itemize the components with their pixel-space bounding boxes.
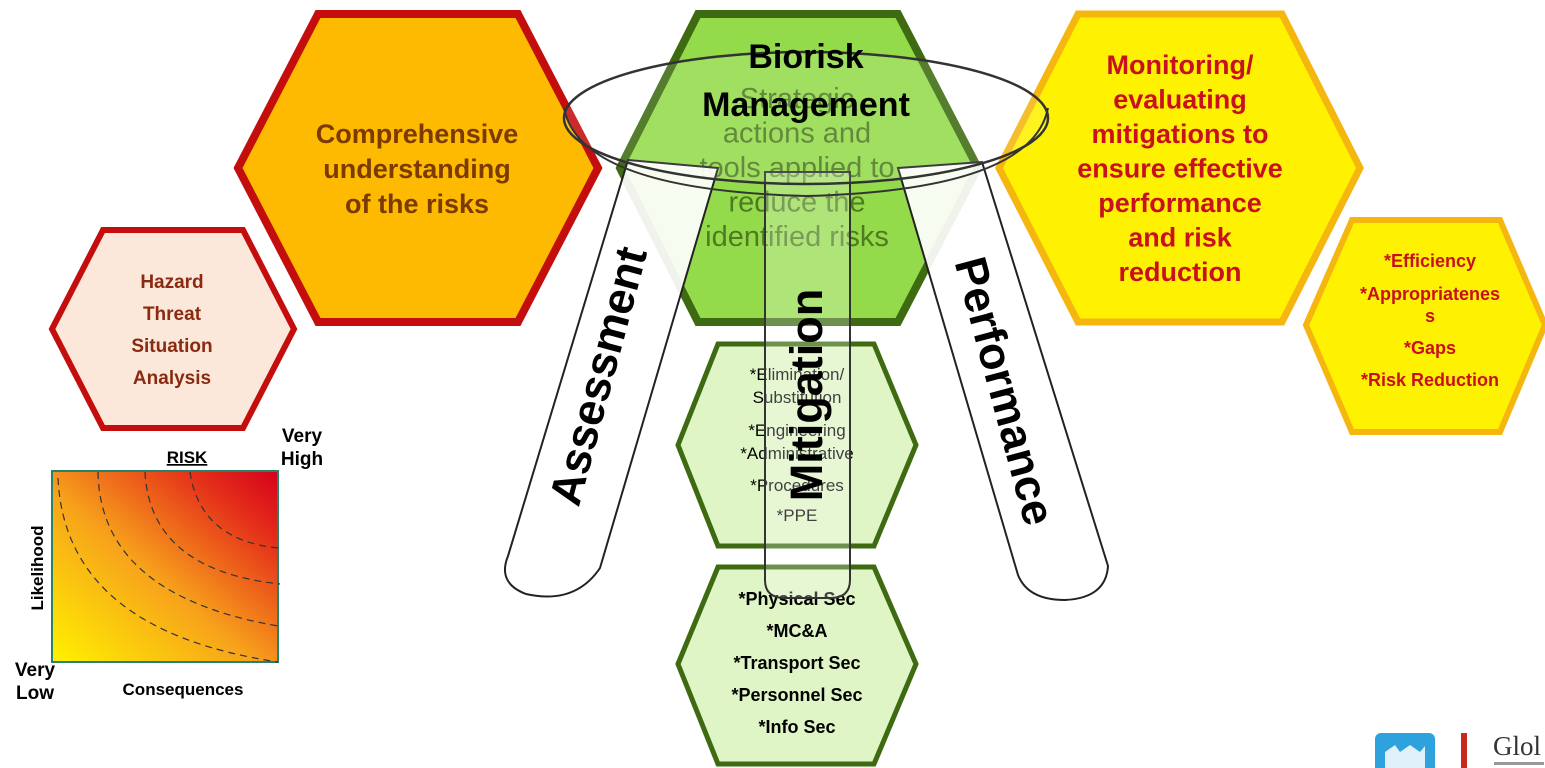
hazard-list-line: Hazard [140, 272, 203, 293]
risk-very-low-line: Very [15, 660, 56, 681]
performance-main-text-line: ensure effective [1077, 154, 1283, 184]
risk-title: RISK [167, 448, 208, 467]
mitigation-lower-list-line: *Personnel Sec [731, 685, 862, 705]
performance-sub-list-line: s [1425, 306, 1435, 326]
mitigation-upper-list-line: *Procedures [750, 476, 844, 495]
risk-very-low-line: Low [16, 683, 54, 704]
mitigation-lower-hexagon [675, 564, 919, 767]
mitigation-upper-list-line: Substitution [753, 388, 842, 407]
management-title-line: Biorisk [748, 38, 863, 76]
hazard-list-line: Analysis [133, 368, 211, 389]
risk-matrix [51, 470, 279, 663]
logo-subtext-bar [1494, 762, 1544, 765]
stool-seat-edge [563, 107, 1049, 198]
management-body-text-line: Strategic [740, 83, 854, 115]
mitigation-lower-list-line: *Info Sec [758, 717, 835, 737]
mitigation-lower-list-line: *Transport Sec [733, 653, 860, 673]
stool-leg-left [504, 158, 720, 598]
hazard-list-line: Situation [131, 336, 212, 357]
performance-sub-list-line: *Efficiency [1384, 251, 1476, 271]
management-body-text-line: identified risks [705, 221, 889, 253]
mitigation-upper-list-line: *Elimination/ [750, 365, 845, 384]
globe-logo-icon-shape [1385, 745, 1425, 768]
hazard-list-line: Threat [143, 304, 202, 325]
mitigation-upper-list-line: *Engineering [748, 421, 845, 440]
risk-contours [57, 471, 281, 663]
logo-text: Glol [1493, 731, 1541, 761]
management-body-text-line: reduce the [728, 187, 865, 219]
stool-leg-middle [764, 171, 851, 599]
mitigation-upper-list-line: *Administrative [740, 444, 853, 463]
performance-main-text-line: and risk [1128, 223, 1233, 253]
performance-sub-hexagon [1302, 217, 1545, 435]
assessment-main-text-line: understanding [323, 154, 511, 184]
performance-sub-list-line: *Risk Reduction [1361, 370, 1499, 390]
assessment-main-text: Comprehensive understanding of the risks [316, 119, 519, 219]
mitigation-upper-hexagon [675, 341, 919, 549]
management-body-text-line: tools applied to [699, 152, 894, 184]
performance-sub-list-line: *Gaps [1404, 338, 1456, 358]
performance-main-text-line: mitigations to [1092, 119, 1269, 149]
performance-hexagon [995, 10, 1364, 326]
risk-very-high-line: High [281, 449, 323, 470]
performance-main-text: Monitoring/evaluating mitigations to ensur… [1077, 50, 1283, 287]
management-body-text-line: actions and [723, 118, 871, 150]
risk-ylabel: Likelihood [28, 526, 47, 611]
stool-leg-right [896, 160, 1110, 602]
performance-main-text-line: reduction [1118, 257, 1241, 287]
assessment-main-text-line: of the risks [345, 189, 489, 219]
performance-sub-list-line: *Appropriatenes [1360, 284, 1500, 304]
stool-leg-label-middle: Mitigation [781, 289, 832, 501]
assessment-hexagon [233, 10, 603, 326]
risk-xlabel: Consequences [123, 680, 244, 699]
stool-seat [562, 50, 1050, 186]
assessment-main-text-line: Comprehensive [316, 119, 519, 149]
mitigation-upper-list: *Elimination/Substitution *Engineering *Ad… [740, 365, 853, 525]
performance-main-text-line: evaluating [1113, 85, 1247, 115]
hazard-hexagon [48, 227, 298, 431]
management-title-line: Management [702, 86, 910, 124]
mitigation-upper-list-line: *PPE [777, 506, 818, 525]
mitigation-lower-list-line: *MC&A [767, 621, 828, 641]
risk-very-high-line: Very [282, 426, 323, 447]
performance-main-text-line: Monitoring/ [1107, 50, 1254, 80]
logo-divider [1461, 733, 1467, 768]
performance-main-text-line: performance [1098, 188, 1262, 218]
